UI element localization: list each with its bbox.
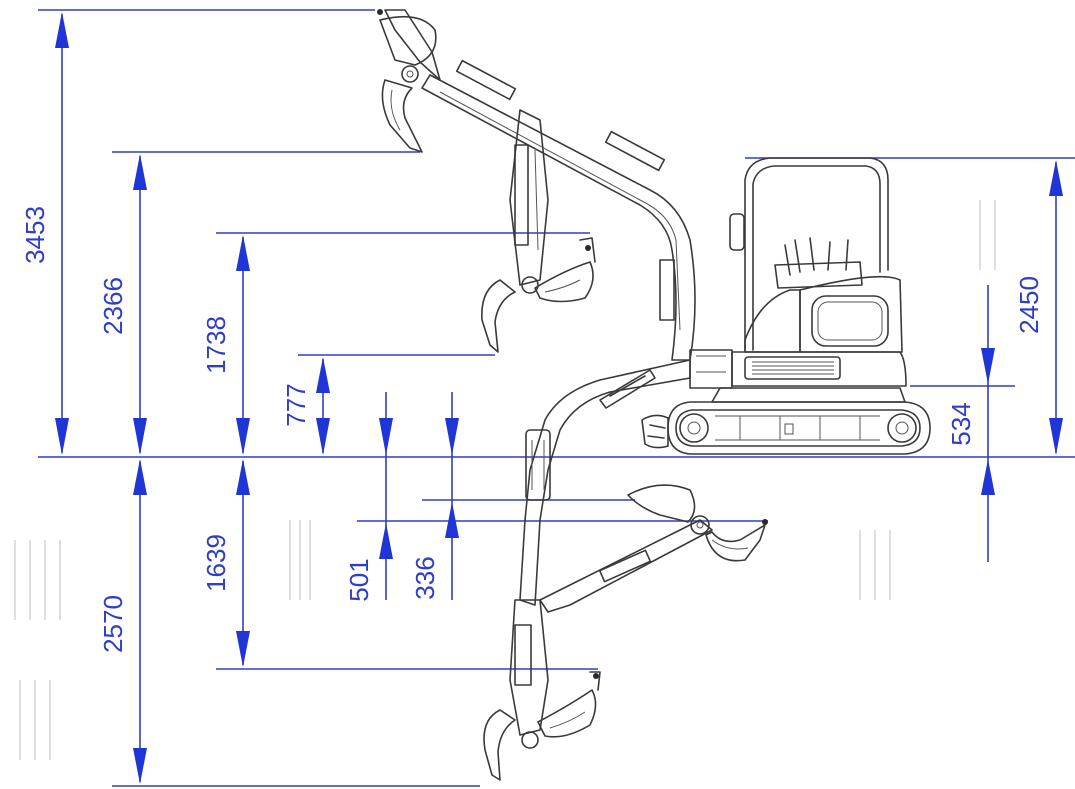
arrow-up-icon (236, 235, 250, 271)
arrow-down-icon (316, 418, 330, 455)
dim-label-3453: 3453 (20, 206, 50, 264)
arrow-up-icon (316, 357, 330, 393)
boom (421, 59, 696, 361)
dim-501: 501 (344, 392, 393, 602)
excavator-drawing (377, 9, 931, 781)
dim-777: 777 (281, 357, 330, 455)
dim-534: 534 (946, 285, 995, 562)
arm-mid (509, 109, 549, 294)
bucket-horizontal (627, 484, 768, 562)
dim-2450: 2450 (1014, 160, 1063, 455)
dim-label-2570: 2570 (98, 595, 128, 653)
dim-label-2450: 2450 (1014, 276, 1044, 334)
bucket-bottom (483, 671, 601, 781)
arm-horizontal (539, 515, 713, 613)
arm-raised (384, 9, 441, 83)
arrow-up-icon (236, 459, 250, 495)
dim-1738: 1738 (201, 235, 250, 455)
arrow-down-icon (981, 348, 995, 384)
dim-3453: 3453 (20, 12, 69, 455)
arrow-up-icon (55, 12, 69, 48)
background-ghosting (14, 200, 996, 760)
track-assembly (667, 387, 931, 455)
arrow-up-icon (445, 502, 459, 538)
arrow-up-icon (133, 459, 147, 495)
canopy (729, 157, 889, 351)
arrow-down-icon (55, 418, 69, 455)
arrow-down-icon (236, 418, 250, 455)
dim-label-1738: 1738 (201, 316, 231, 374)
arrow-up-icon (1049, 160, 1063, 196)
arrow-down-icon (133, 418, 147, 455)
dim-2366: 2366 (98, 154, 147, 455)
dim-2570: 2570 (98, 459, 147, 784)
extension-lines (38, 9, 1075, 787)
arrow-down-icon (236, 631, 250, 667)
arrow-down-icon (133, 748, 147, 784)
dim-label-501: 501 (344, 558, 374, 601)
arm-dig (509, 599, 549, 749)
dim-label-534: 534 (946, 402, 976, 445)
bucket-mid (481, 237, 596, 353)
dozer-blade (641, 414, 669, 449)
arrow-up-icon (379, 523, 393, 559)
arrow-down-icon (445, 418, 459, 455)
dim-label-1639: 1639 (201, 534, 231, 592)
dim-1639: 1639 (201, 459, 250, 667)
bucket-top (377, 9, 437, 153)
arrow-down-icon (379, 418, 393, 455)
dim-label-336: 336 (410, 556, 440, 599)
arrow-down-icon (1049, 418, 1063, 455)
dim-label-2366: 2366 (98, 277, 128, 335)
dim-336: 336 (410, 392, 459, 600)
arrow-up-icon (133, 154, 147, 190)
dim-label-777: 777 (281, 383, 311, 426)
arrow-up-icon (981, 459, 995, 495)
boom-dig (519, 359, 691, 606)
upper-body (689, 275, 907, 389)
boom-cylinder (599, 369, 656, 409)
